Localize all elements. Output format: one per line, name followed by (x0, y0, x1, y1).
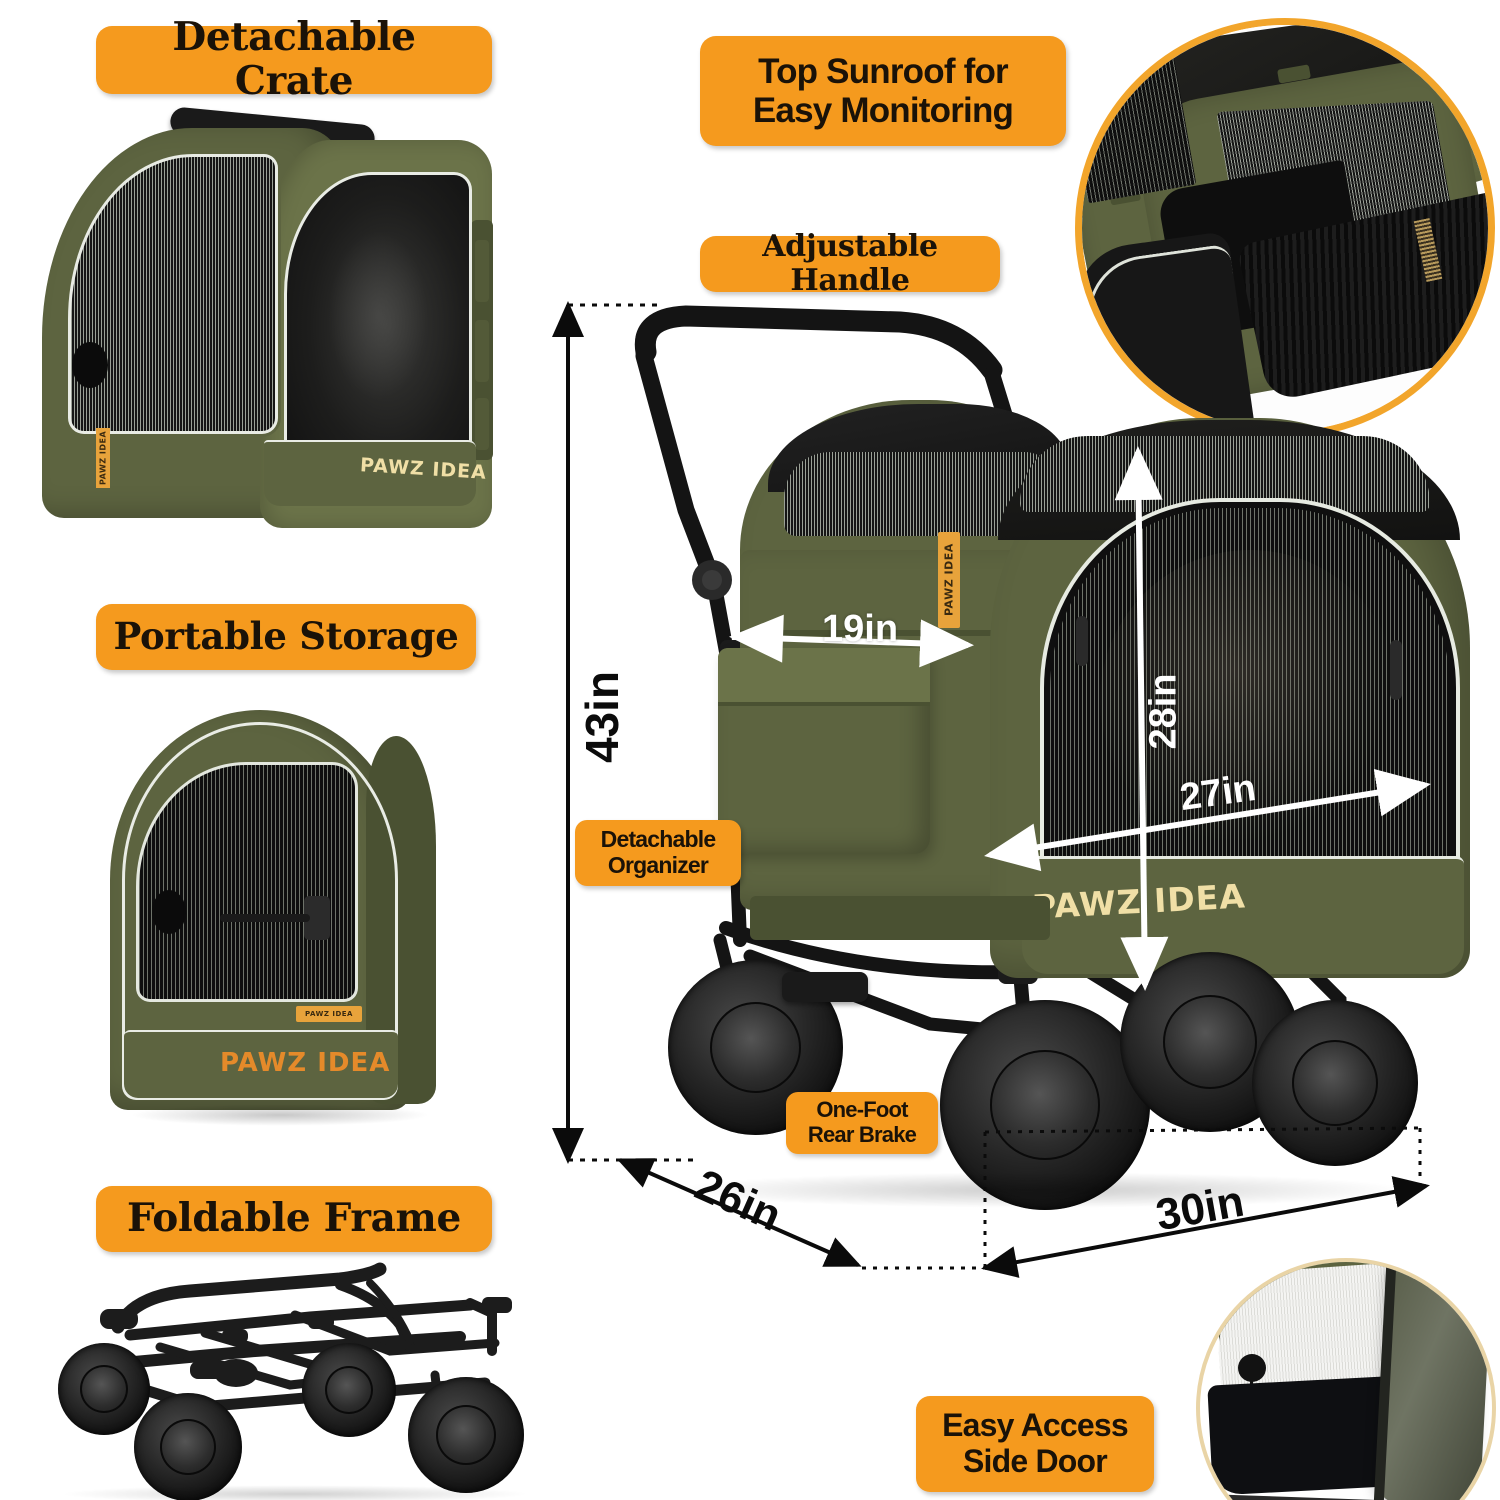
storage-piping (122, 722, 398, 1100)
stroller-rear-brake-pedal (782, 972, 868, 1002)
crate-front-door-mesh (284, 172, 472, 492)
stroller-floor-tray (750, 896, 1050, 940)
dimension-cabin-28in: 28in (1142, 673, 1185, 750)
stroller-organizer-flap (718, 648, 930, 704)
frame-wheel-front-right (408, 1377, 524, 1493)
callout-foldable-frame: Foldable Frame (96, 1186, 492, 1252)
callout-top-sunroof: Top Sunroof for Easy Monitoring (700, 36, 1066, 146)
main-stroller-illustration: PAWZ IDEA PAWZ IDEA (600, 300, 1470, 1230)
crate-side-mesh-window (68, 154, 278, 434)
storage-brand-text: PAWZ IDEA (220, 1048, 391, 1078)
side-door-unzipped-flap (1379, 1262, 1492, 1500)
crate-inner-shadow (328, 230, 428, 400)
storage-peek-hole (152, 890, 186, 934)
storage-bottom-band (124, 1030, 398, 1098)
callout-adjustable-handle: Adjustable Handle (700, 230, 1000, 297)
crate-hinge-3 (475, 398, 489, 450)
callout-easy-access-side-door: Easy Access Side Door (916, 1396, 1154, 1492)
frame-illustration (40, 1255, 560, 1500)
crate-hinge-2 (475, 320, 489, 382)
storage-strap (220, 914, 310, 922)
crate-illustration: PAWZ IDEA PAWZ IDEA (28, 106, 528, 560)
frame-wheel-rear-left (58, 1343, 150, 1435)
side-door-detail-inset (1196, 1258, 1496, 1500)
side-door-peek-hole (1238, 1354, 1266, 1382)
callout-detachable-crate: Detachable Crate (96, 15, 492, 103)
callout-portable-storage: Portable Storage (96, 604, 476, 670)
stroller-wheel-front-left (940, 1000, 1150, 1210)
dimension-handle-19in: 19in (822, 608, 899, 650)
storage-mesh-window (136, 762, 358, 1002)
storage-ground-shadow (130, 1104, 430, 1126)
crate-hinge-1 (475, 240, 489, 302)
dimension-height-43in: 43in (576, 670, 629, 764)
storage-label-patch: PAWZ IDEA (296, 1006, 362, 1022)
frame-wheel-front-left (134, 1393, 242, 1500)
stroller-zipper-pull-left (1076, 616, 1088, 666)
stroller-organizer-seam (718, 702, 930, 706)
callout-one-foot-rear-brake: One-Foot Rear Brake (786, 1092, 938, 1154)
storage-illustration: PAWZ IDEA PAWZ IDEA (100, 700, 470, 1150)
stroller-side-tag: PAWZ IDEA (938, 532, 960, 628)
stroller-zipper-pull-right (1390, 640, 1402, 700)
crate-front-band (264, 440, 476, 506)
stroller-wheel-front-right (1252, 1000, 1418, 1166)
callout-detachable-organizer: Detachable Organizer (575, 820, 741, 886)
crate-side-tag: PAWZ IDEA (96, 428, 110, 488)
frame-ground-shadow (60, 1485, 530, 1500)
frame-wheel-rear-right (302, 1343, 396, 1437)
crate-peek-hole (72, 342, 108, 388)
